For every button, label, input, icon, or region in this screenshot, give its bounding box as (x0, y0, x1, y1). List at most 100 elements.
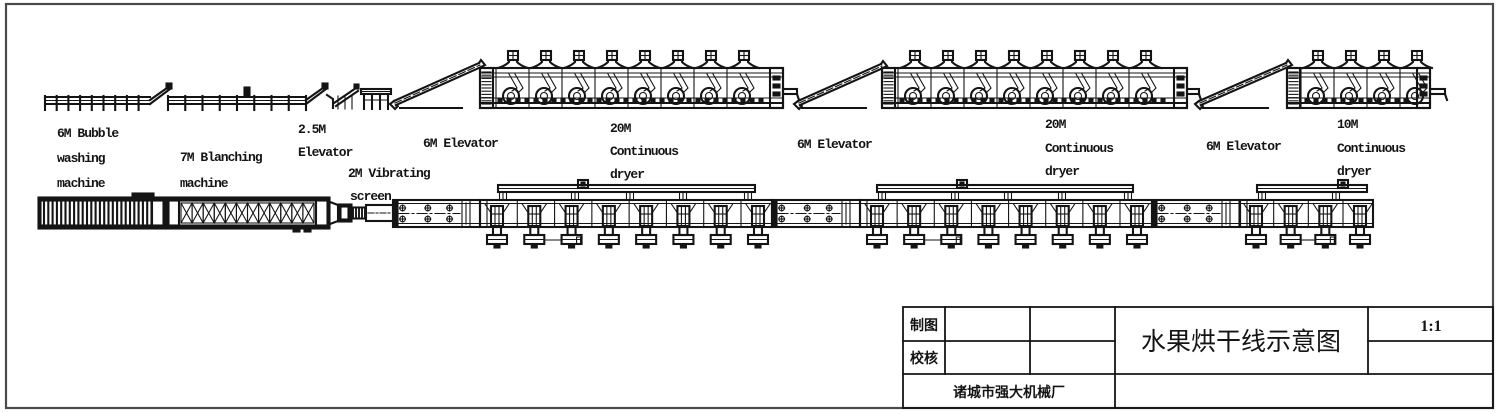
dryer-feed-end (880, 66, 897, 110)
dryer-2-discharge-chute (1185, 87, 1203, 102)
fan-motor-box (974, 49, 988, 62)
unit-link (543, 236, 582, 245)
circulation-fan-icon (666, 86, 686, 106)
elevation-view (43, 49, 1449, 112)
circulation-fan-icon (1002, 86, 1022, 106)
label-line: Continuous (1045, 141, 1114, 156)
washer-elevation (43, 82, 173, 112)
support-foot (1279, 233, 1302, 249)
bolt-icon (1183, 215, 1191, 223)
dryer-unit (1307, 199, 1339, 249)
circulation-fan-icon (1306, 86, 1326, 106)
circulation-fan-icon (1372, 86, 1392, 106)
circulation-fan-icon (1068, 86, 1088, 106)
drive-bracket (1336, 178, 1350, 190)
elevator-1-plan (391, 198, 482, 229)
fan-tower (726, 49, 761, 109)
bolt-icon (825, 215, 833, 223)
label-small-elevator: 2.5M Elevator (298, 122, 354, 160)
dryer-unit (703, 199, 734, 249)
label-line: 6M Elevator (423, 136, 498, 151)
support-foot (597, 233, 620, 249)
fan-motor-box (506, 49, 520, 62)
label-elevator-1: 6M Elevator (423, 136, 499, 151)
support-foot (1051, 233, 1074, 249)
fan-tower (1333, 49, 1368, 109)
label-line: Continuous (1337, 141, 1406, 156)
drawing-scale: 1:1 (1420, 318, 1441, 335)
drawn-by-label: 制图 (910, 317, 938, 334)
fan-tower (693, 49, 728, 109)
support-foot (903, 233, 926, 249)
bolt-icon (399, 215, 407, 223)
fan-motor-box (704, 49, 718, 62)
label-elevator-2: 6M Elevator (797, 137, 873, 152)
dryer-3-elevation (1285, 49, 1434, 110)
fan-motor-box (908, 49, 922, 62)
bolt-icon (399, 204, 407, 212)
dryer-unit (1342, 199, 1373, 249)
support-foot (1088, 233, 1111, 249)
circulation-fan-icon (936, 86, 956, 106)
label-line: 6M Elevator (797, 137, 872, 152)
support-foot (635, 233, 658, 249)
circulation-fan-icon (1405, 86, 1425, 106)
elevator-3-elevation (1193, 58, 1294, 111)
support-foot (1014, 233, 1037, 249)
rail-post (1003, 191, 1013, 201)
label-vibrating-screen: 2M Vibrating screen (348, 166, 432, 204)
support-foot (523, 233, 546, 249)
rail-post (1057, 191, 1067, 201)
bolt-icon (1205, 204, 1213, 212)
plan-view (37, 178, 1375, 249)
fan-motor-box (605, 49, 619, 62)
label-line: machine (180, 176, 229, 191)
bolt-icon (1158, 204, 1166, 212)
label-line: dryer (1045, 164, 1079, 179)
support-foot (485, 233, 509, 249)
bolt-icon (1205, 215, 1213, 223)
circulation-fan-icon (903, 86, 923, 106)
fan-motor-box (638, 49, 652, 62)
fan-tower (1062, 49, 1097, 109)
fan-motor-box (1073, 49, 1087, 62)
support-rail (1255, 178, 1369, 201)
dryer-unit (591, 199, 622, 249)
fan-tower (1399, 49, 1434, 109)
label-line: Continuous (610, 144, 679, 159)
dryer-2-plan (858, 178, 1154, 249)
circulation-fan-icon (1101, 86, 1121, 106)
label-dryer-1: 20M Continuous dryer (610, 121, 680, 182)
fan-motor-box (539, 49, 553, 62)
fan-tower (627, 49, 662, 109)
small-elevator-elevation (325, 83, 360, 110)
label-line: machine (57, 176, 106, 191)
label-line: dryer (1337, 164, 1371, 179)
fan-tower (1095, 49, 1130, 109)
circulation-fan-icon (1134, 86, 1154, 106)
bolt-icon (778, 204, 786, 212)
support-foot (1125, 233, 1149, 249)
label-line: 20M (610, 121, 632, 136)
circulation-fan-icon (567, 86, 587, 106)
circulation-fan-icon (501, 86, 521, 106)
fan-tower (930, 49, 965, 109)
unit-link (923, 236, 961, 245)
rail-post (498, 191, 508, 201)
rail-post (743, 191, 753, 201)
label-line: Elevator (298, 145, 353, 160)
fan-motor-box (1410, 49, 1424, 62)
circulation-fan-icon (1339, 86, 1359, 106)
dryer-unit (1119, 199, 1150, 249)
circulation-fan-icon (534, 86, 554, 106)
dryer-1-elevation (478, 49, 785, 110)
fan-tower (897, 49, 932, 109)
fan-tower (660, 49, 695, 109)
fan-motor-box (1106, 49, 1120, 62)
rail-post (1331, 191, 1341, 201)
fan-tower (1029, 49, 1064, 109)
label-line: screen (350, 189, 392, 204)
support-foot (977, 233, 1000, 249)
dryer-feed-end (1285, 66, 1302, 110)
small-elevator-plan (328, 200, 353, 226)
